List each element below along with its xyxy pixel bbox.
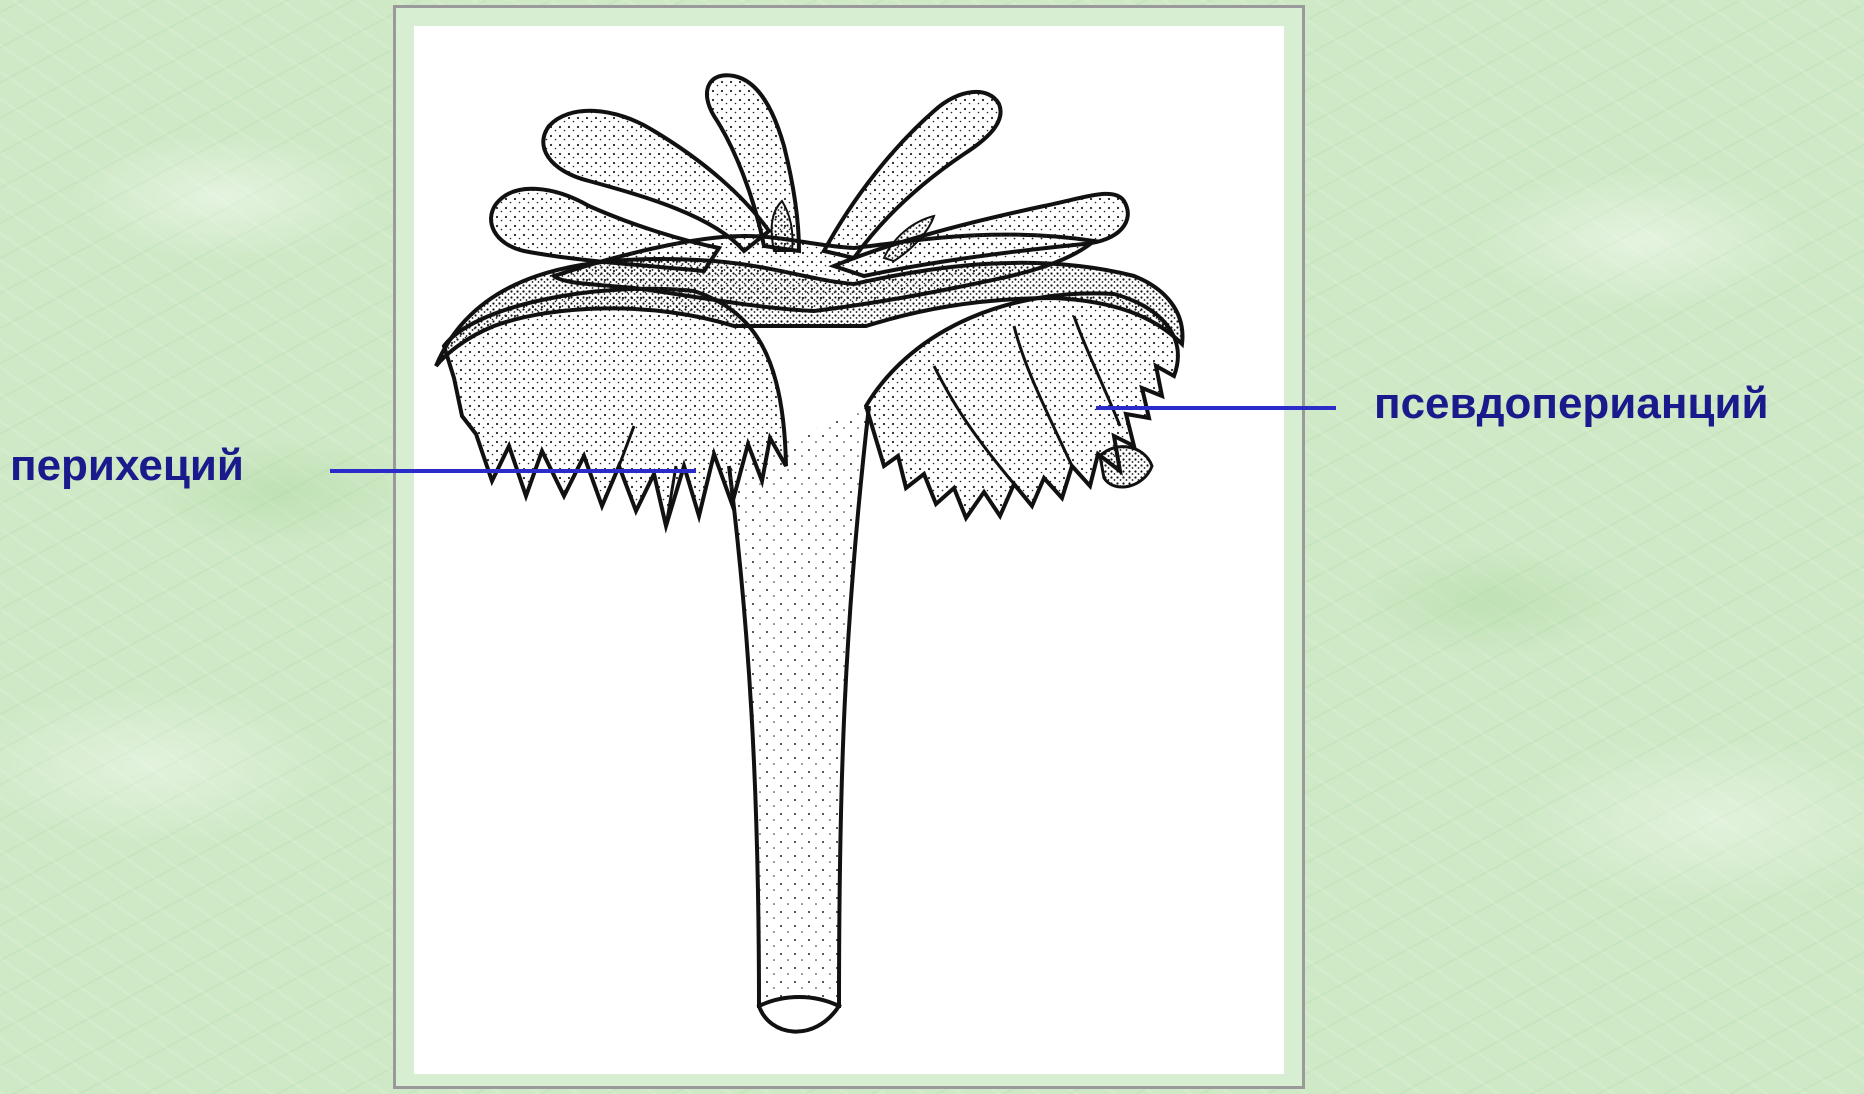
figure-panel xyxy=(414,26,1284,1074)
figure-frame xyxy=(393,5,1305,1089)
perichaetium-leader-line xyxy=(330,469,696,473)
perichaetium-label: перихеций xyxy=(10,444,244,488)
pseudoperianth-label: псевдоперианций xyxy=(1374,382,1769,426)
plant-illustration xyxy=(414,26,1284,1074)
pseudoperianth-leader-line xyxy=(1096,406,1336,410)
stalk xyxy=(729,406,869,1032)
